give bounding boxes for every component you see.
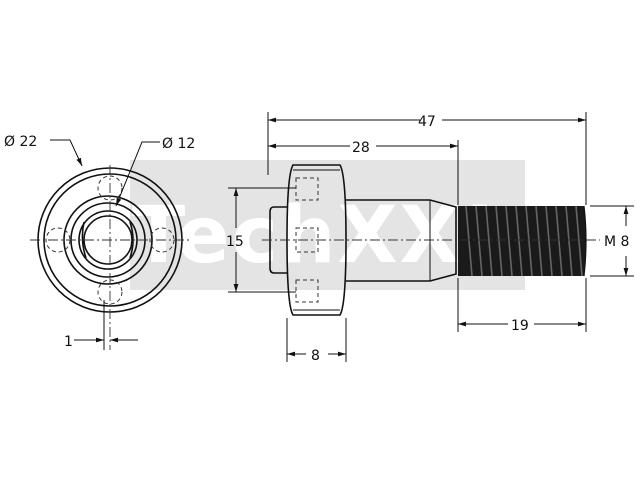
side-view [262,164,600,316]
label-outer-diameter: Ø 22 [4,134,37,150]
label-head-height: 15 [226,234,244,250]
leader-inner-diameter [115,141,160,207]
label-head-width: 8 [311,348,320,364]
side-view-thread [458,205,587,277]
dim-offset: 1 [64,334,138,350]
side-view-hole-top [295,177,319,201]
dim-head-to-shoulder: 28 [268,140,459,205]
dim-thread-size: M 8 [590,205,634,277]
side-view-shaft [346,199,457,282]
side-view-flange [286,164,347,316]
end-view-hole-top [97,175,123,201]
label-thread-size: M 8 [604,234,629,250]
dim-thread-length: 19 [457,278,587,334]
dim-total-length: 47 [267,112,587,205]
label-total-length: 47 [418,114,436,130]
side-view-hole-mid [295,227,319,253]
side-view-hole-bottom [295,279,319,303]
end-view [30,165,190,350]
dim-head-height: 15 [226,187,296,293]
dim-head-width: 8 [286,318,347,364]
leader-outer-diameter [50,139,83,167]
dim-inner-diameter: Ø 12 [115,136,195,207]
label-thread-length: 19 [511,318,529,334]
label-offset: 1 [64,334,73,350]
watermark-text: TechXX! [132,191,499,281]
dim-outer-diameter: Ø 22 [4,134,83,167]
label-inner-diameter: Ø 12 [162,136,195,152]
label-head-to-shoulder: 28 [352,140,370,156]
